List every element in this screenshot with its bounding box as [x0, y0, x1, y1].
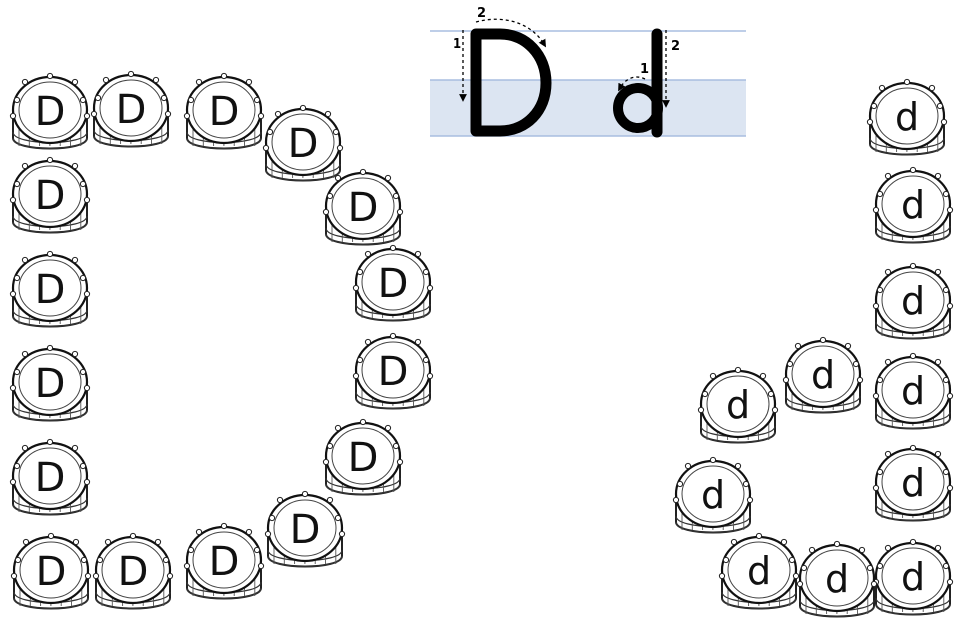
upper-d-drum: D [322, 418, 404, 504]
drum-icon: D [183, 72, 265, 150]
drum-icon: D [90, 70, 172, 148]
upper-d-drum: D [10, 532, 92, 618]
drum-icon: d [672, 456, 754, 534]
lower-d-drum: d [872, 262, 954, 348]
lower-d-drum: d [866, 78, 948, 164]
upper-d-drum: D [9, 156, 91, 242]
drum-icon: D [9, 156, 91, 234]
drum-icon: D [9, 344, 91, 422]
lower-d-drum: d [872, 538, 954, 624]
drum-icon: D [10, 532, 92, 610]
svg-text:d: d [747, 549, 771, 593]
drum-icon: D [9, 72, 91, 150]
upper-d-drum: D [183, 522, 265, 608]
drum-icon: d [872, 262, 954, 340]
svg-text:d: d [895, 95, 919, 139]
svg-text:D: D [209, 89, 240, 135]
lower-step-2-number: 2 [671, 39, 680, 54]
svg-text:D: D [36, 549, 67, 595]
upper-step-2-number: 2 [477, 6, 486, 21]
drum-icon: d [718, 532, 800, 610]
drum-icon: D [92, 532, 174, 610]
upper-d-drum: D [9, 344, 91, 430]
svg-text:d: d [901, 555, 925, 599]
upper-d-drum: D [9, 250, 91, 336]
svg-text:d: d [825, 557, 849, 601]
upper-d-drum: D [352, 244, 434, 330]
lower-step-1-number: 1 [640, 62, 649, 77]
svg-text:d: d [901, 279, 925, 323]
upper-d-drum: D [264, 490, 346, 576]
lower-d-drum: d [872, 444, 954, 530]
lower-step-1-arrow [618, 76, 646, 92]
drum-icon: d [866, 78, 948, 156]
svg-text:d: d [726, 383, 750, 427]
upper-d-drum: D [183, 72, 265, 158]
drum-icon: d [872, 166, 954, 244]
svg-text:d: d [901, 461, 925, 505]
drum-icon: d [782, 336, 864, 414]
svg-text:d: d [901, 183, 925, 227]
svg-text:D: D [348, 435, 379, 481]
lower-d-drum: d [718, 532, 800, 618]
upper-step-1-number: 1 [453, 37, 461, 52]
drum-icon: d [872, 352, 954, 430]
svg-text:D: D [35, 173, 66, 219]
upper-d-drum: D [322, 168, 404, 254]
lower-d-drum: d [872, 352, 954, 438]
svg-text:D: D [118, 549, 149, 595]
drum-icon: D [9, 438, 91, 516]
lower-d-drum: d [782, 336, 864, 422]
svg-text:D: D [378, 349, 409, 395]
drum-icon: d [697, 366, 779, 444]
svg-text:D: D [288, 121, 319, 167]
upper-d-drum: D [92, 532, 174, 618]
drum-icon: D [322, 418, 404, 496]
drum-icon: D [183, 522, 265, 600]
svg-text:D: D [348, 185, 379, 231]
svg-text:D: D [290, 507, 321, 553]
drum-icon: d [796, 540, 878, 618]
svg-text:D: D [378, 261, 409, 307]
lower-d-drum: d [697, 366, 779, 452]
drum-icon: d [872, 444, 954, 522]
drum-icon: D [322, 168, 404, 246]
svg-text:D: D [35, 455, 66, 501]
drum-icon: D [352, 332, 434, 410]
svg-text:D: D [35, 267, 66, 313]
lower-d-drum: d [796, 540, 878, 626]
upper-d-drum: D [9, 72, 91, 158]
svg-text:D: D [116, 87, 147, 133]
lower-d-drum: d [872, 166, 954, 252]
svg-text:d: d [811, 353, 835, 397]
svg-text:D: D [35, 361, 66, 407]
model-upper-d [470, 28, 552, 137]
svg-text:D: D [209, 539, 240, 585]
lower-d-drum: d [672, 456, 754, 542]
upper-d-drum: D [9, 438, 91, 524]
drum-icon: D [262, 104, 344, 182]
drum-icon: D [352, 244, 434, 322]
svg-text:d: d [901, 369, 925, 413]
upper-d-drum: D [352, 332, 434, 418]
upper-d-drum: D [90, 70, 172, 156]
svg-text:d: d [701, 473, 725, 517]
svg-text:D: D [35, 89, 66, 135]
drum-icon: D [264, 490, 346, 568]
drum-icon: D [9, 250, 91, 328]
drum-icon: d [872, 538, 954, 616]
upper-d-drum: D [262, 104, 344, 190]
upper-step-2-arrow [475, 18, 547, 48]
